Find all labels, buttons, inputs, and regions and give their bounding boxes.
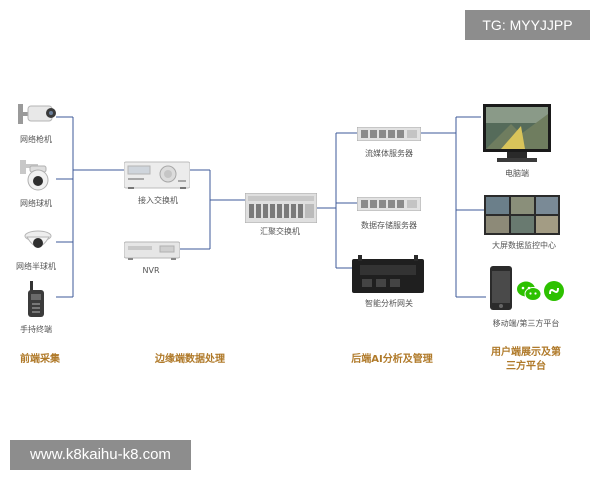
av-receiver-icon — [123, 161, 191, 189]
video-wall — [484, 195, 560, 239]
watermark-bottom-left: www.k8kaihu-k8.com — [10, 440, 191, 470]
server-icon — [356, 126, 422, 142]
half-dome-camera — [24, 228, 52, 258]
wechat-icon — [517, 281, 542, 301]
rack-switch-icon — [244, 192, 318, 224]
mini-program-logo — [543, 280, 565, 306]
monitor-icon — [483, 104, 551, 162]
aggregation-switch-label: 汇聚交换机 — [260, 227, 300, 236]
walkie-talkie-icon — [28, 281, 44, 317]
half-dome-camera-icon — [24, 230, 52, 248]
aggregation-switch — [244, 192, 318, 227]
bullet-camera-icon — [18, 104, 56, 124]
dome-camera-label: 网络球机 — [20, 199, 52, 208]
half-dome-camera-label: 网络半球机 — [16, 262, 56, 271]
section-backend: 后端AI分析及管理 — [351, 354, 433, 365]
access-switch — [123, 160, 191, 194]
bullet-camera — [18, 102, 58, 134]
video-wall-label: 大屏数据监控中心 — [492, 241, 556, 250]
storage-server — [356, 196, 422, 215]
ai-gateway-label: 智能分析网关 — [365, 299, 413, 308]
mini-program-icon — [544, 281, 564, 301]
handheld-terminal — [26, 281, 48, 323]
wechat-logo — [516, 280, 542, 306]
access-switch-label: 接入交换机 — [138, 196, 178, 205]
section-front: 前端采集 — [20, 354, 60, 365]
dome-camera — [20, 160, 56, 196]
section-edge: 边缘端数据处理 — [155, 354, 225, 365]
watermark-top-right: TG: MYYJJPP — [465, 10, 590, 40]
nvr-label: NVR — [142, 266, 160, 275]
pc-monitor — [481, 104, 553, 168]
gateway-box-icon — [352, 255, 424, 293]
media-server-label: 流媒体服务器 — [365, 149, 413, 158]
media-server — [356, 126, 422, 145]
pc-label: 电脑端 — [505, 169, 529, 178]
handheld-terminal-label: 手持终端 — [20, 325, 52, 334]
section-user-line1: 用户端展示及第 — [491, 347, 561, 358]
video-wall-icon — [484, 195, 560, 235]
bullet-camera-label: 网络枪机 — [20, 135, 52, 144]
storage-server-icon — [356, 196, 422, 212]
nvr-icon — [123, 241, 181, 260]
mobile-phone — [490, 266, 512, 314]
storage-server-label: 数据存储服务器 — [361, 221, 417, 230]
nvr-device — [123, 240, 181, 266]
ai-gateway — [352, 255, 424, 297]
section-user-line2: 三方平台 — [506, 361, 546, 372]
smartphone-icon — [490, 266, 512, 310]
dome-camera-icon — [20, 160, 49, 191]
mobile-label: 移动端/第三方平台 — [492, 319, 560, 328]
